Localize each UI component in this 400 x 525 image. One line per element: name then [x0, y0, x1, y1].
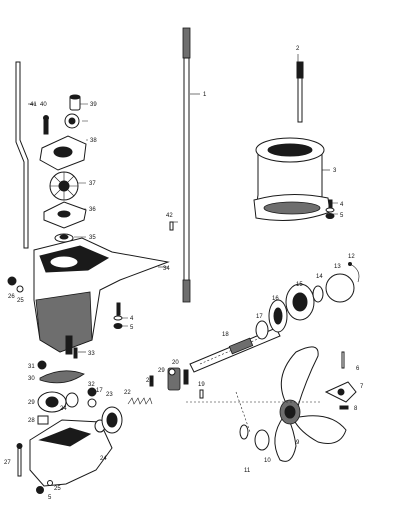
propeller-washer — [254, 429, 270, 451]
callout-42: 42 — [166, 213, 173, 219]
callout-1: 1 — [203, 92, 207, 98]
callout-16: 16 — [272, 296, 279, 302]
callout-20: 20 — [172, 360, 179, 366]
exhaust-housing — [253, 137, 331, 221]
callout-17-mid: 29 — [158, 368, 165, 374]
callout-29-mid: 24 — [60, 406, 67, 412]
callout-9: 9 — [296, 440, 300, 446]
callout-40: 40 — [40, 102, 47, 108]
callout-37: 37 — [89, 181, 96, 187]
callout-8: 8 — [354, 406, 358, 412]
spring — [127, 397, 153, 405]
callout-14: 14 — [316, 274, 323, 280]
callout-26: 26 — [8, 294, 15, 300]
callout-3: 3 — [333, 168, 337, 174]
short-shaft — [296, 61, 304, 123]
callout-32: 32 — [88, 382, 95, 388]
thrust-washer — [255, 320, 269, 340]
callout-5: 5 — [340, 213, 344, 219]
callout-6: 6 — [356, 366, 360, 372]
callout-2: 2 — [296, 46, 300, 52]
callout-39: 39 — [90, 102, 97, 108]
callout-21: 21 — [146, 378, 153, 384]
snap-ring — [349, 263, 360, 283]
callout-5-middle: 5 — [130, 325, 134, 331]
nut — [37, 360, 47, 370]
long-bolt — [17, 445, 22, 477]
callout-23: 23 — [106, 392, 113, 398]
pin — [73, 347, 78, 359]
bearing-housing — [285, 283, 315, 321]
cotter-pin — [341, 351, 345, 369]
fasteners-left — [7, 276, 24, 293]
callout-26-bottom: 5 — [48, 495, 52, 501]
seal — [37, 415, 49, 425]
forward-gear — [101, 406, 123, 434]
callout-23-mid: 17 — [96, 388, 103, 394]
callout-11: 11 — [244, 468, 251, 474]
callout-41: 41 — [30, 102, 37, 108]
propeller — [274, 346, 347, 462]
callout-10: 10 — [264, 458, 271, 464]
shear-pin — [339, 405, 349, 410]
callout-4-middle: 4 — [130, 316, 134, 322]
callout-labels: 1 2 3 4 5 6 7 8 9 10 11 12 13 14 15 16 1… — [4, 46, 364, 501]
callout-28: 28 — [28, 418, 35, 424]
cross-pin — [149, 375, 154, 387]
callout-27: 27 — [4, 460, 11, 466]
alignment-pin — [169, 221, 174, 231]
callout-7: 7 — [360, 384, 364, 390]
callout-12: 12 — [348, 254, 355, 260]
reverse-gear — [268, 299, 288, 333]
callout-34: 34 — [163, 266, 170, 272]
callout-24: 24 — [100, 456, 107, 462]
propeller-shaft — [189, 327, 281, 373]
callout-33: 33 — [88, 351, 95, 357]
callout-25-bottom: 25 — [54, 486, 61, 492]
o-ring-small — [312, 285, 324, 303]
callout-36: 36 — [89, 207, 96, 213]
bolt-set-middle — [113, 302, 123, 329]
callout-15: 15 — [296, 282, 303, 288]
callout-31: 31 — [28, 364, 35, 370]
bearing-carrier — [37, 391, 79, 413]
fastener-bottom — [36, 486, 44, 494]
gasket — [39, 370, 85, 384]
water-pump-parts — [39, 94, 87, 243]
callout-25: 25 — [17, 298, 24, 304]
callout-17: 17 — [256, 314, 263, 320]
callout-4: 4 — [340, 202, 344, 208]
drive-shaft — [182, 27, 191, 303]
shift-rod — [15, 61, 29, 249]
callout-29: 29 — [28, 400, 35, 406]
gearcase-housing — [33, 237, 170, 355]
callout-13: 13 — [334, 264, 341, 270]
callout-19: 19 — [198, 382, 205, 388]
callout-30: 30 — [28, 376, 35, 382]
clutch-parts — [167, 367, 204, 399]
callout-18: 18 — [222, 332, 229, 338]
callout-38: 38 — [90, 138, 97, 144]
callout-35: 35 — [89, 235, 96, 241]
bolt-set-right — [325, 199, 335, 219]
o-ring-large — [325, 273, 355, 303]
bushing — [87, 387, 97, 397]
callout-22: 22 — [124, 390, 131, 396]
